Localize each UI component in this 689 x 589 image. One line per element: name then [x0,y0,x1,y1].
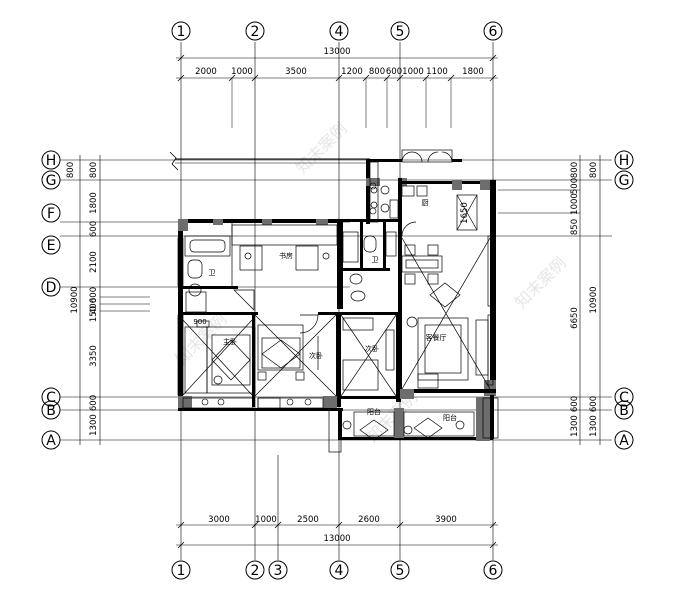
dimension: 600 [589,396,599,412]
axis-label: 5 [396,24,405,40]
room-label-master-bedroom: 主卧 [223,337,237,346]
dimension: 2600 [358,515,380,525]
axis-label: G [46,173,57,189]
axis-label: 3 [274,563,283,579]
axis-bubbles-bottom: 1 2 3 4 5 6 [171,560,503,580]
dimension: 600 [89,287,99,303]
room-label-bath: 卫 [209,269,216,277]
axis-label: 4 [335,24,344,40]
dimension: 1800 [89,192,99,214]
axis-bubbles-right: H G C B A [614,150,634,450]
room-bath-b: 卫 [342,231,397,285]
room-second-bedroom-1: 次卧 [254,314,337,397]
room-balcony-1: 阳台 [342,407,395,441]
right-dimensions: 800 800 500 1000 850 6650 10900 600 600 … [498,155,601,445]
axis-label: 1 [177,563,186,579]
room-label-living-dining: 客餐厅 [426,333,447,342]
dimension: 3000 [208,515,230,525]
room-label-balcony: 阳台 [443,413,457,422]
room-label-balcony: 阳台 [367,407,381,416]
dimension: 1300 [570,415,580,437]
dimension: 800 [66,162,76,178]
dimension: 3350 [89,345,99,367]
room-label-second-bedroom: 次卧 [365,344,379,353]
room-label-bath: 卫 [372,256,379,264]
room-label-kitchen: 厨 [422,199,429,207]
dimension-total: 10900 [589,286,599,313]
top-dimensions: 13000 2000 1000 3500 1200 800 600 1000 1… [176,47,498,128]
axis-bubbles-top: 1 2 4 5 6 [171,21,503,41]
kitchen-dimension: 1650 [460,202,470,224]
axis-label: F [47,206,55,222]
window-sills [201,182,377,406]
dimension: 2500 [297,515,319,525]
axis-label: 6 [489,24,498,40]
dimension: 150 [89,306,99,322]
axis-label: C [46,390,56,406]
left-dimensions: 10900 800 800 1800 600 2100 600 400 150 … [66,155,150,445]
axis-label: D [46,280,57,296]
dimension: 1100 [426,67,448,77]
room-bath-a: 卫 [184,235,231,313]
dimension: 2000 [195,67,217,77]
watermark-text: 知末案例 [292,119,351,178]
dimension: 800 [89,162,99,178]
axis-label: B [619,403,629,419]
watermark: 知末案例 知末案例 知末案例 知末案例 [172,119,570,446]
dimension: 1000 [570,193,580,215]
kitchen-bay: 1650 厨 [369,149,478,237]
dimension: 800 [589,162,599,178]
axis-label: H [619,153,630,169]
room-label-study: 书房 [279,251,293,260]
dimension: 600 [89,221,99,237]
dimension-total: 10900 [70,286,80,313]
dimension: 600 [89,395,99,411]
axis-label: 5 [396,563,405,579]
axis-label: 6 [489,563,498,579]
axis-label: H [46,153,57,169]
axis-label: 1 [177,24,186,40]
dimension: 1000 [402,67,424,77]
dimension: 800 [369,67,385,77]
axis-label: 2 [251,563,260,579]
watermark-text: 知末案例 [511,253,570,312]
dimension: 600 [570,396,580,412]
dimension: 3900 [435,515,457,525]
room-living-dining: 客餐厅 [401,237,491,390]
dimension: 1000 [255,515,277,525]
dimension-total: 13000 [323,47,350,57]
room-balcony-2: 阳台 [403,411,475,439]
room-second-bedroom-2: 次卧 [340,314,397,397]
dimension: 3500 [285,67,307,77]
axis-label: E [47,238,56,254]
room-study: 书房 [231,222,338,286]
axis-label: A [46,433,56,449]
axis-label: 2 [251,24,260,40]
axis-label: A [619,433,629,449]
room-label-second-bedroom: 次卧 [309,351,323,360]
dimension-total: 6650 [570,307,580,329]
dimension: 2100 [89,251,99,273]
axis-label: G [619,173,630,189]
dimension: 600 [386,67,402,77]
bed-size-label: 900 [193,318,206,326]
axis-label: C [619,390,629,406]
dimension-total: 13000 [323,534,350,544]
dimension: 800 [570,162,580,178]
dimension: 1300 [589,415,599,437]
axis-label: B [46,403,56,419]
dimension: 1000 [231,67,253,77]
dimension: 1300 [89,414,99,436]
axis-bubbles-left: H G F E D C B A [41,150,61,450]
dimension: 400 [89,298,99,314]
room-master-bedroom: 900 主卧 [182,318,256,396]
walls [169,151,499,453]
bottom-dimensions: 3000 1000 2500 2600 3900 13000 [176,515,498,549]
axis-label: 4 [335,563,344,579]
dimension: 1800 [462,67,484,77]
dimension: 500 [570,178,580,194]
dimension: 1200 [341,67,363,77]
dimension: 850 [570,219,580,235]
